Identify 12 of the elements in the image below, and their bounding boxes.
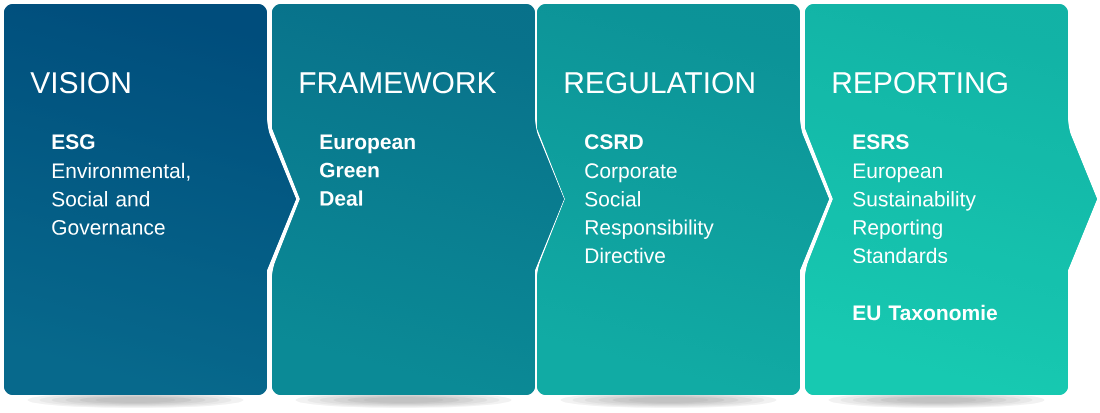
step-heading: REPORTING: [833, 72, 1007, 94]
description-text: Environmental, Social and Governance: [52, 162, 190, 235]
step-heading: FRAMEWORK: [300, 72, 497, 94]
term-label: European Green Deal: [320, 134, 415, 206]
term-label: EU Taxonomie: [853, 304, 997, 321]
description-text: European Sustainability Reporting Standards: [853, 163, 976, 264]
step-heading: VISION: [30, 72, 130, 94]
step-heading: REGULATION: [565, 72, 754, 94]
term-label: ESG: [52, 134, 95, 150]
term-label: ESRS: [853, 134, 909, 150]
description-text: Corporate Social Responsibility Directive: [585, 163, 714, 264]
term-label: CSRD: [585, 134, 643, 150]
